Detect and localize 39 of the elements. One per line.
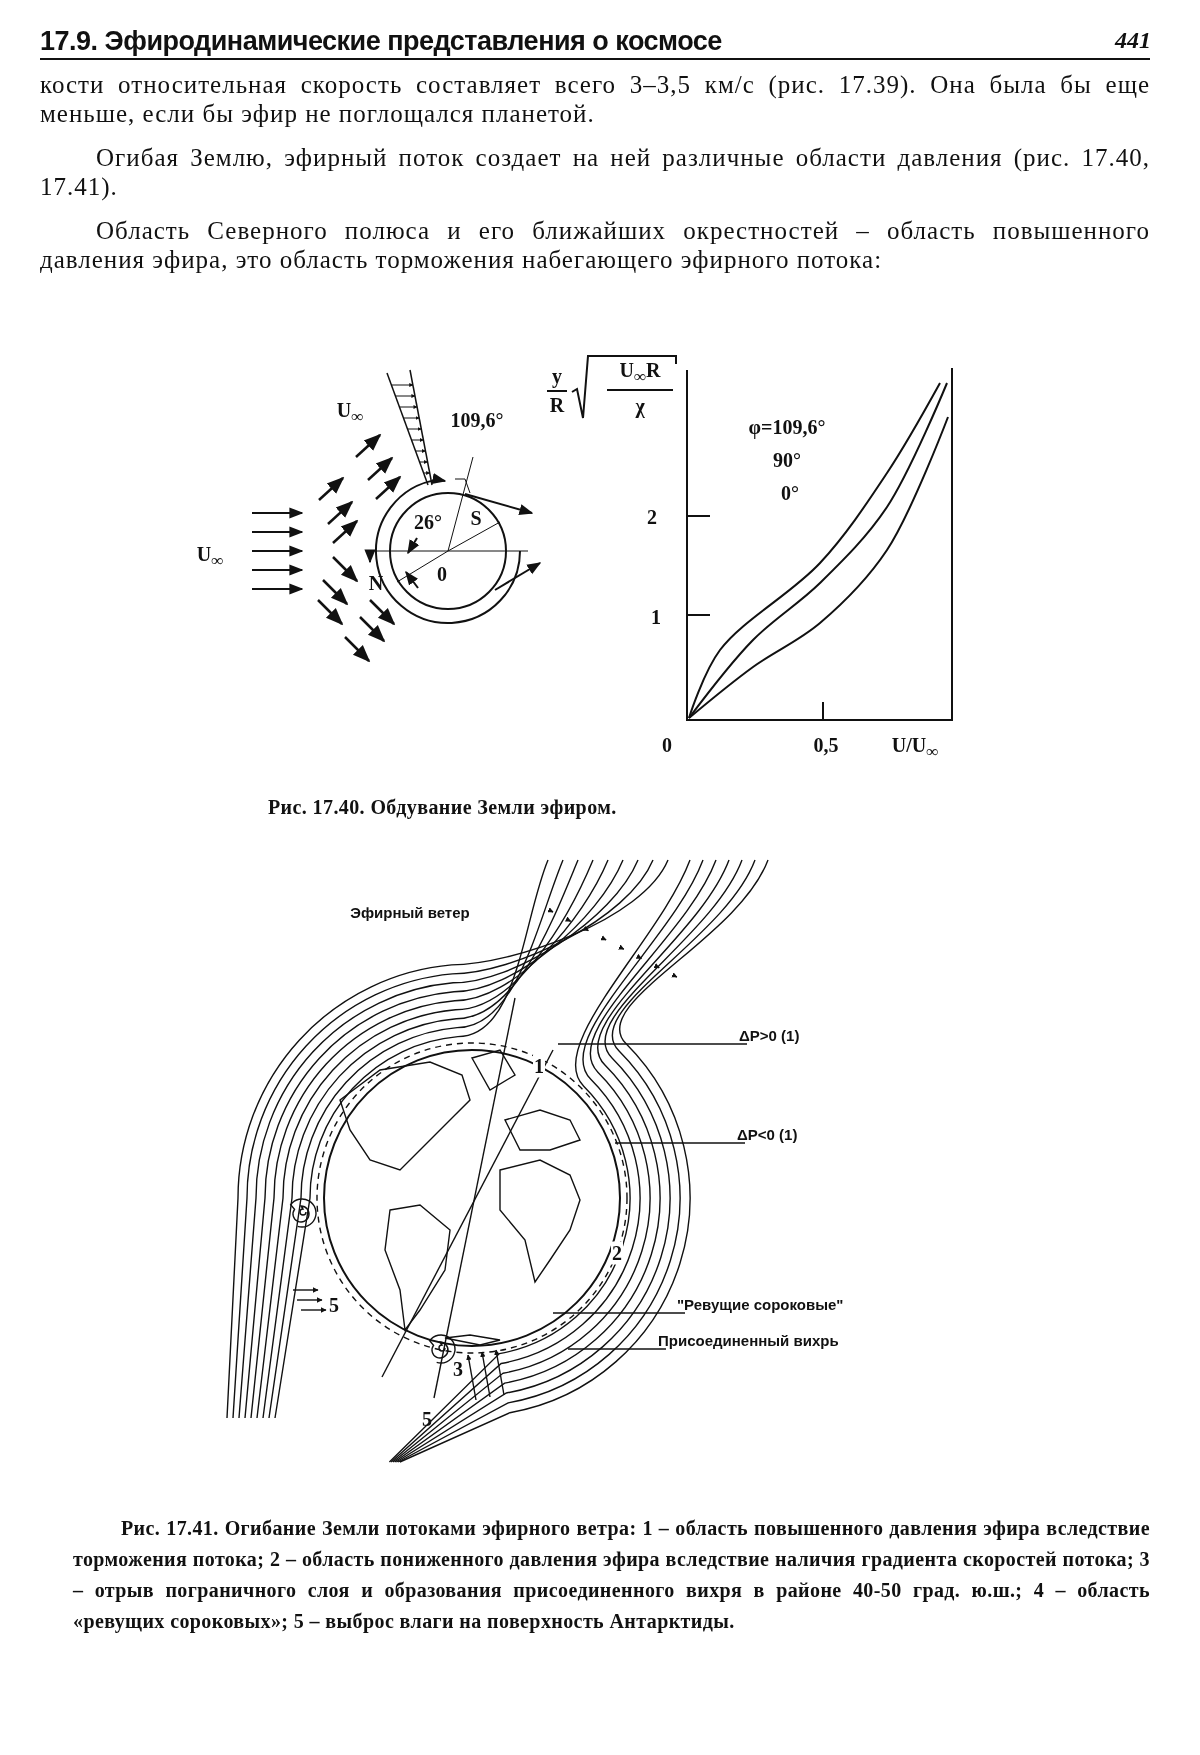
tick-label: 2	[647, 505, 657, 529]
velocity-label: U$_{∞}$	[196, 543, 224, 571]
flow-label: Эфирный ветер	[350, 903, 470, 921]
point-label: 0	[437, 562, 447, 586]
point-label: S	[470, 506, 482, 530]
leader-line	[552, 1312, 686, 1314]
paragraph: Огибая Землю, эфирный поток создает на ней различные области давления (рис. 17.40, 17.41).	[40, 143, 1150, 201]
page-number: 441	[1115, 26, 1151, 54]
callout-number: 3	[453, 1357, 463, 1381]
leader-line	[567, 1348, 667, 1350]
tick-label: 0,5	[813, 733, 839, 757]
tick-label: 0	[662, 733, 672, 757]
paragraph: Область Северного полюса и его ближайших окрестностей – область повышенного давления эфира, это область торможения набегающего эфирного потока:	[40, 216, 1150, 274]
angle-label: 26°	[414, 510, 442, 534]
velocity-label: U$_{∞}$	[336, 399, 364, 427]
running-head: 17.9. Эфиродинамические представления о космосе	[40, 26, 722, 57]
callout-label: Присоединенный вихрь	[658, 1332, 839, 1349]
point-label: N	[368, 571, 384, 595]
tick-label: 1	[651, 605, 661, 629]
paragraph: кости относительная скорость составляет всего 3–3,5 км/с (рис. 17.39). Она была бы еще меньше, если бы эфир не поглощался планетой.	[40, 70, 1150, 128]
axis-label: χ	[635, 394, 645, 418]
curve-label: 90°	[773, 448, 801, 472]
callout-label: ΔP<0 (1)	[737, 1126, 798, 1143]
curve-label: φ=109,6°	[748, 415, 826, 439]
curve-label: 0°	[781, 481, 799, 505]
axis-label: R	[549, 393, 565, 417]
figure-caption: Рис. 17.41. Огибание Земли потоками эфирного ветра: 1 – область повышенного давления эфира вследствие торможения потока; 2 – область пониженного давления эфира вследствие наличия градиента скоростей потока; 3 – отрыв пограничного слоя и образования присоединенного вихря в районе 40-50 град. ю.ш.; 4 – область «ревущих сороковых»; 5 – выброс влаги на поверхность Антарктиды.	[73, 1516, 1150, 1635]
angle-label: 109,6°	[450, 408, 504, 432]
axis-label: U/U$_{∞}$	[891, 734, 939, 762]
leader-line	[557, 1043, 748, 1045]
leader-line	[614, 1142, 746, 1144]
axis-label: y	[552, 364, 562, 388]
callout-number: 2	[611, 1241, 623, 1265]
callout-number: 5	[329, 1293, 339, 1317]
callout-label: ΔP>0 (1)	[739, 1027, 800, 1044]
figure-caption: Рис. 17.40. Обдувание Земли эфиром.	[268, 795, 617, 821]
callout-label: "Ревущие сороковые"	[677, 1296, 844, 1313]
callout-number: 1	[533, 1054, 545, 1078]
axis-label: U$_{∞}$R	[619, 359, 661, 387]
